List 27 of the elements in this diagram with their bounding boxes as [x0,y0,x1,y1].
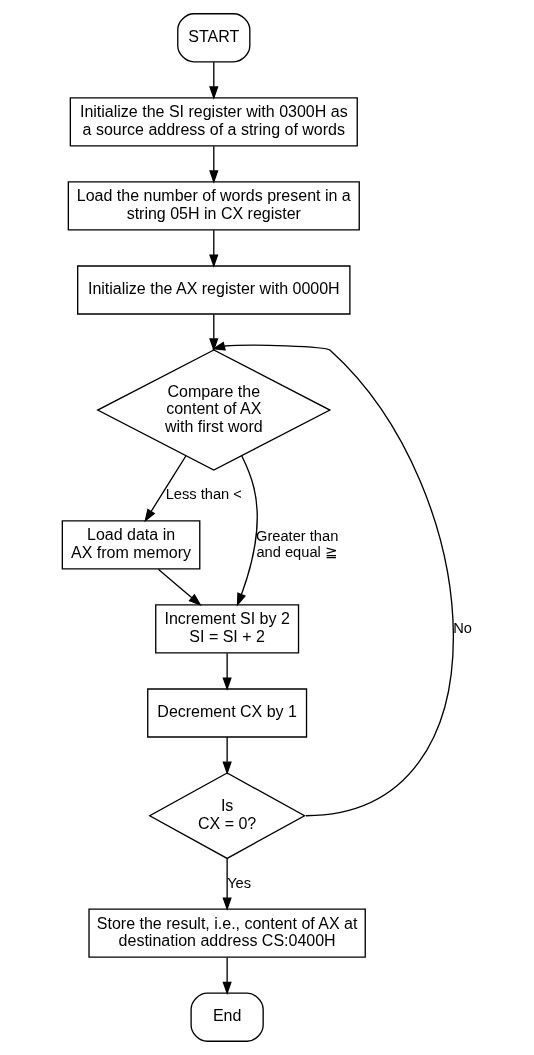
node-box: Load the number of words present in a string 05H in CX register [67,181,360,231]
node-diamond: Compare the content of AX with first word [95,349,331,471]
arrow [211,341,454,817]
node-box: End [189,992,264,1042]
arrow [208,145,218,184]
arrow [208,313,218,352]
node-box: Increment SI by 2 SI = SI + 2 [154,604,299,654]
arrow [157,568,202,606]
arrow [208,61,218,100]
arrow [208,229,218,268]
arrow [221,652,232,691]
node-box: Store the result, i.e., content of AX at destination address CS:0400H [87,908,366,958]
node-diamond: Is CX = 0? [147,772,306,860]
arrow [236,455,258,607]
arrow [221,956,232,995]
node-box: START [176,13,250,63]
edge-label: Less than < [165,486,242,503]
arrow [221,736,232,775]
node-box: Initialize the AX register with 0000H [76,265,351,315]
arrow [143,455,187,523]
edge-label: No [452,619,472,636]
arrow [221,857,232,911]
edge-label: Greater than and equal ≧ [255,527,338,560]
node-box: Load data in AX from memory [61,520,200,570]
node-box: Decrement CX by 1 [146,688,307,738]
node-box: Initialize the SI register with 0300H as a source address of a string of words [69,97,358,147]
edge-label: Yes [226,874,251,891]
